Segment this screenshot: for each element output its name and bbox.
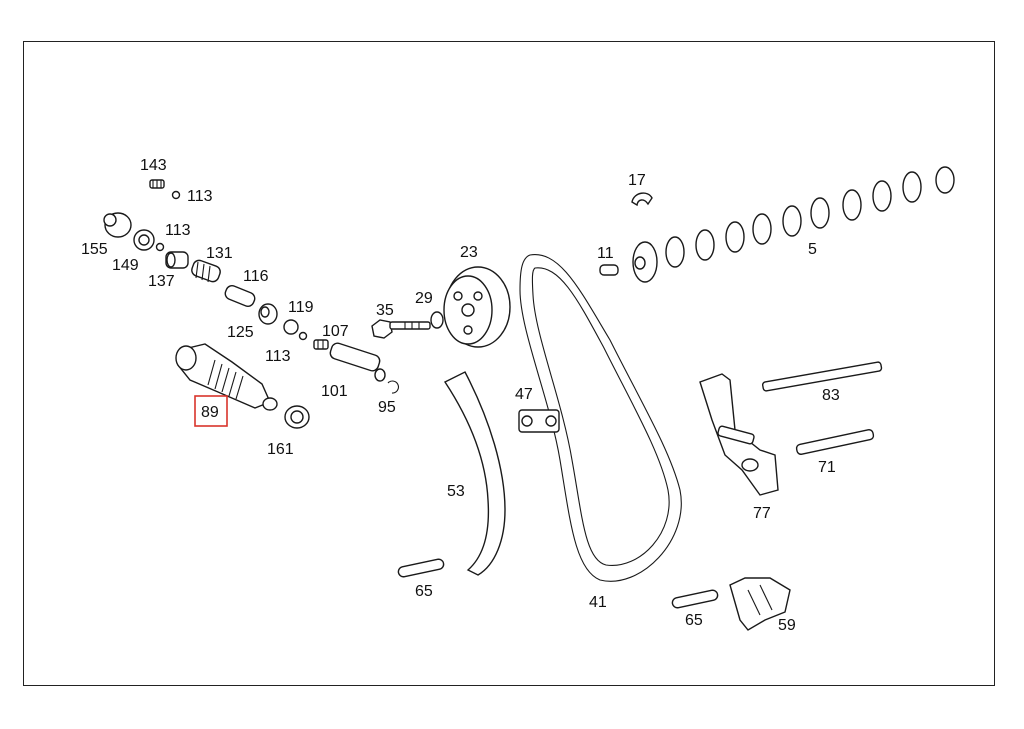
label-101[interactable]: 101 bbox=[321, 383, 348, 400]
label-131[interactable]: 131 bbox=[206, 245, 233, 262]
part-29-washer[interactable] bbox=[430, 311, 444, 329]
part-143-spring[interactable] bbox=[149, 179, 165, 189]
label-65[interactable]: 65 bbox=[415, 583, 433, 600]
part-83-bolt[interactable] bbox=[761, 361, 883, 392]
part-17-woodruff-key[interactable] bbox=[631, 192, 653, 207]
label-89[interactable]: 89 bbox=[201, 404, 219, 421]
part-155-cap-nut[interactable] bbox=[103, 212, 132, 238]
part-71-bolt[interactable] bbox=[795, 429, 875, 455]
part-149-washer[interactable] bbox=[133, 229, 155, 251]
part-5-camshaft[interactable] bbox=[632, 166, 955, 283]
part-113-oring-c[interactable] bbox=[298, 331, 308, 341]
label-41[interactable]: 41 bbox=[589, 594, 607, 611]
part-53-guide-rail[interactable] bbox=[443, 371, 506, 576]
label-59[interactable]: 59 bbox=[778, 617, 796, 634]
part-65-pin-a[interactable] bbox=[397, 558, 445, 578]
part-113-oring-b[interactable] bbox=[155, 242, 165, 252]
part-59-bracket[interactable] bbox=[729, 577, 791, 631]
label-5[interactable]: 5 bbox=[808, 241, 817, 258]
part-161-seal[interactable] bbox=[284, 405, 310, 429]
label-17[interactable]: 17 bbox=[628, 172, 646, 189]
label-23[interactable]: 23 bbox=[460, 244, 478, 261]
label-155[interactable]: 155 bbox=[81, 241, 108, 258]
label-119[interactable]: 119 bbox=[288, 299, 314, 316]
part-77-tensioner-rail[interactable] bbox=[699, 373, 779, 496]
part-65-pin-b[interactable] bbox=[671, 589, 719, 609]
label-161[interactable]: 161 bbox=[267, 441, 294, 458]
part-119-oring[interactable] bbox=[283, 319, 299, 335]
label-53[interactable]: 53 bbox=[447, 483, 465, 500]
part-47-chain-link[interactable] bbox=[518, 409, 560, 433]
part-89-injector[interactable] bbox=[175, 343, 278, 411]
label-35[interactable]: 35 bbox=[376, 302, 394, 319]
part-125-sleeve[interactable] bbox=[258, 303, 278, 325]
label-137[interactable]: 137 bbox=[148, 273, 175, 290]
label-77[interactable]: 77 bbox=[753, 505, 771, 522]
label-83[interactable]: 83 bbox=[822, 387, 840, 404]
part-23-sprocket[interactable] bbox=[443, 266, 511, 348]
part-113-oring-a[interactable] bbox=[171, 190, 181, 200]
part-101-plunger[interactable] bbox=[329, 342, 386, 382]
label-11[interactable]: 11 bbox=[597, 245, 614, 262]
label-95[interactable]: 95 bbox=[378, 399, 396, 416]
label-143[interactable]: 143 bbox=[140, 157, 167, 174]
label-71[interactable]: 71 bbox=[818, 459, 836, 476]
label-113[interactable]: 113 bbox=[165, 222, 191, 239]
label-116[interactable]: 116 bbox=[243, 268, 269, 285]
part-131-spring[interactable] bbox=[190, 259, 222, 284]
part-95-circlip[interactable] bbox=[387, 380, 399, 394]
highlight-box-89 bbox=[194, 395, 228, 427]
label-107[interactable]: 107 bbox=[322, 323, 349, 340]
part-11-dowel[interactable] bbox=[599, 264, 619, 276]
part-116-pin[interactable] bbox=[223, 284, 256, 308]
label-47[interactable]: 47 bbox=[515, 386, 533, 403]
label-65[interactable]: 65 bbox=[685, 612, 703, 629]
label-29[interactable]: 29 bbox=[415, 290, 433, 307]
part-41-timing-chain[interactable] bbox=[519, 254, 682, 582]
label-149[interactable]: 149 bbox=[112, 257, 139, 274]
part-137-sleeve[interactable] bbox=[165, 251, 189, 269]
label-113[interactable]: 113 bbox=[265, 348, 291, 365]
label-113[interactable]: 113 bbox=[187, 188, 213, 205]
part-107-spring[interactable] bbox=[313, 339, 329, 350]
part-35-bolt[interactable] bbox=[371, 319, 431, 339]
label-125[interactable]: 125 bbox=[227, 324, 254, 341]
